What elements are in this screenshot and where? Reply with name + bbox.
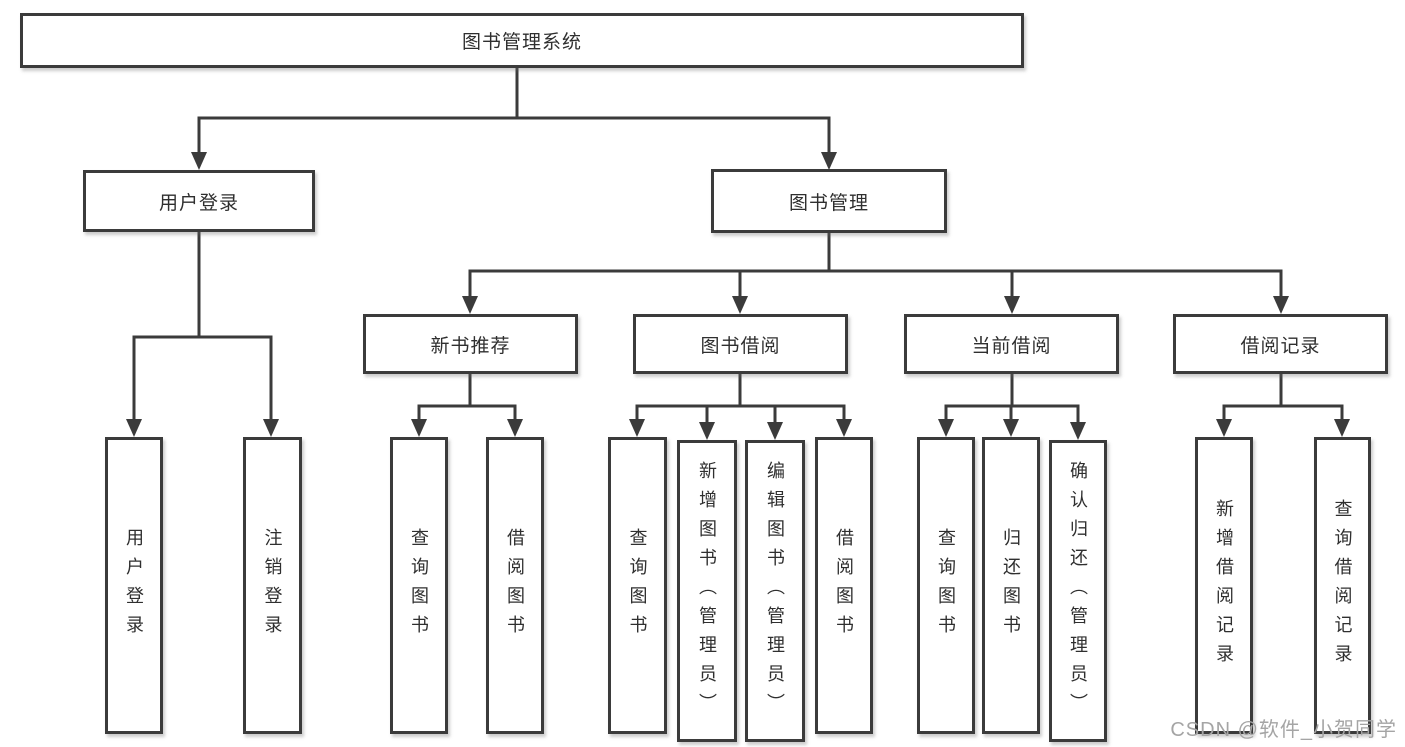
leaf-add-books-admin: 新增图书（管理员）	[677, 440, 737, 742]
leaf-return-books: 归还图书	[982, 437, 1040, 734]
leaf-query-books-borrow: 查询图书	[608, 437, 667, 734]
node-new-book-recommend: 新书推荐	[363, 314, 578, 374]
leaf-edit-books-admin: 编辑图书（管理员）	[745, 440, 805, 742]
leaf-query-books-current: 查询图书	[917, 437, 975, 734]
leaf-logout: 注销登录	[243, 437, 302, 734]
leaf-add-borrow-record: 新增借阅记录	[1195, 437, 1253, 734]
leaf-query-books-recommend: 查询图书	[390, 437, 448, 734]
leaf-borrow-books-recommend: 借阅图书	[486, 437, 544, 734]
node-current-borrow: 当前借阅	[904, 314, 1119, 374]
node-root: 图书管理系统	[20, 13, 1024, 68]
leaf-user-login: 用户登录	[105, 437, 163, 734]
leaf-query-borrow-record: 查询借阅记录	[1314, 437, 1371, 734]
node-book-management: 图书管理	[711, 169, 947, 233]
leaf-confirm-return-admin: 确认归还（管理员）	[1049, 440, 1107, 742]
leaf-borrow-books-borrow: 借阅图书	[815, 437, 873, 734]
node-user-login: 用户登录	[83, 170, 315, 232]
arrowheads	[126, 152, 1350, 440]
node-book-borrow: 图书借阅	[633, 314, 848, 374]
node-borrow-records: 借阅记录	[1173, 314, 1388, 374]
watermark: CSDN @软件_小贺同学	[1170, 719, 1397, 741]
